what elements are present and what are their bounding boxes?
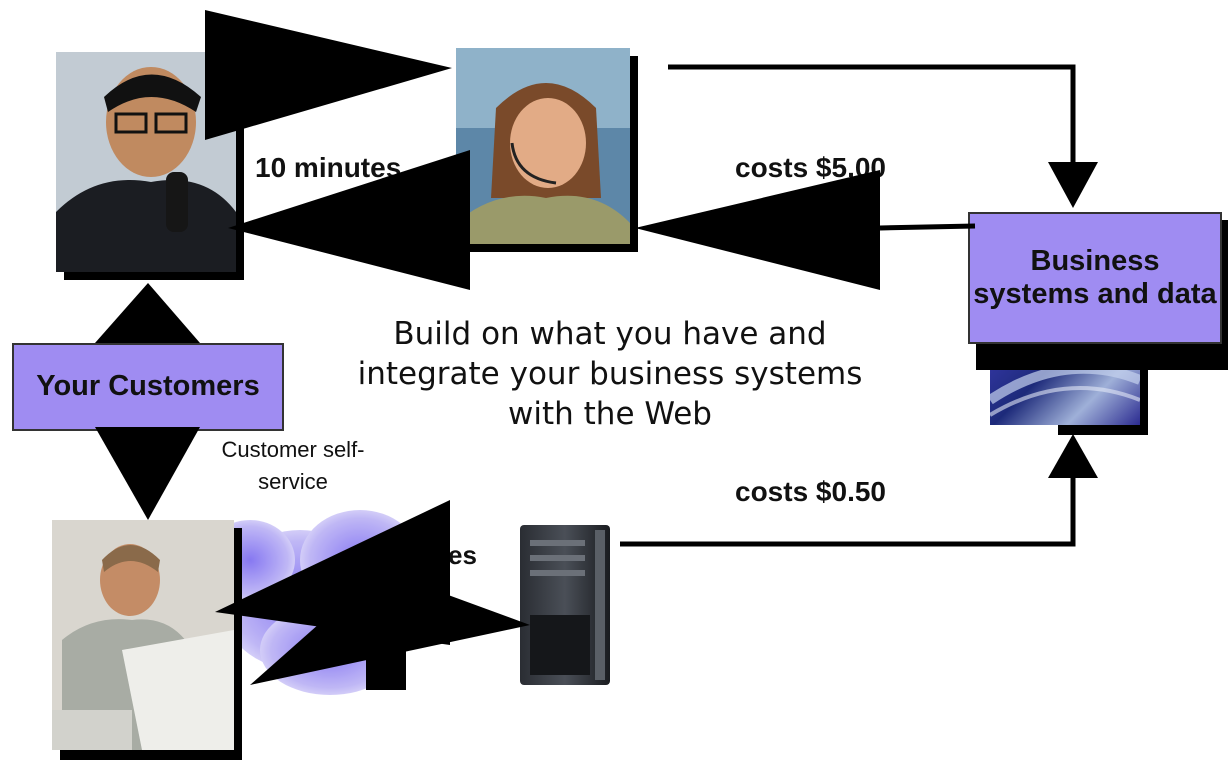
connector-server-to-business bbox=[620, 478, 1076, 547]
web-customer-photo bbox=[52, 520, 234, 750]
partial-label: es bbox=[448, 540, 477, 570]
arrow-head-from-server bbox=[1048, 434, 1098, 478]
arrow-from-server bbox=[250, 570, 530, 685]
phone-customer-photo bbox=[56, 52, 236, 272]
arrow-down-to-web-customer bbox=[95, 427, 200, 520]
your-customers-label: Your Customers bbox=[36, 370, 260, 403]
arrow-head-into-business bbox=[1048, 162, 1098, 208]
server-tower-icon bbox=[515, 520, 620, 690]
central-message: Build on what you have and integrate you… bbox=[357, 316, 863, 432]
arrow-business-to-agent bbox=[635, 170, 880, 290]
costs-050-label: costs $0.50 bbox=[735, 476, 886, 507]
arrow-up-to-phone-customer bbox=[95, 283, 200, 343]
business-systems-node: Business systems and data bbox=[968, 212, 1222, 344]
arrow-agent-to-customer bbox=[228, 150, 470, 290]
computer-user-icon bbox=[52, 520, 234, 750]
arrow-customer-to-agent bbox=[205, 10, 452, 140]
customer-self-service-label: Customer self-service bbox=[221, 437, 365, 494]
connector-agent-to-business bbox=[668, 64, 1076, 162]
connector-business-to-agent bbox=[879, 223, 976, 231]
arrow-stem bbox=[366, 630, 406, 690]
phone-customer-icon bbox=[56, 52, 236, 272]
your-customers-node: Your Customers bbox=[12, 343, 284, 431]
call-center-agent-photo bbox=[456, 48, 630, 244]
headset-agent-icon bbox=[456, 48, 630, 244]
ten-minutes-label: 10 minutes bbox=[255, 152, 402, 183]
business-systems-label: Business systems and data bbox=[973, 244, 1217, 310]
